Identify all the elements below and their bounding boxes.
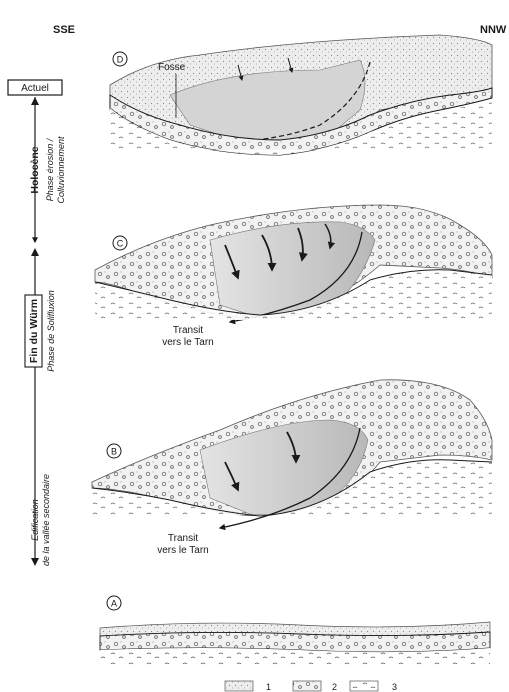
holocene-phase-line2: Colluvionnement	[56, 136, 66, 204]
timeline: Actuel Holocène Phase érosion / Colluvio…	[8, 80, 66, 566]
panel-b-transit-line1: Transit	[168, 533, 198, 544]
orientation-left: SSE	[53, 24, 75, 36]
holocene-phase-line1: Phase érosion /	[45, 137, 55, 201]
panel-b-transit-line2: vers le Tarn	[157, 545, 209, 556]
panel-a: A	[100, 596, 490, 665]
panel-c-transit-line2: vers le Tarn	[162, 337, 214, 348]
holocene-label: Holocène	[29, 146, 41, 193]
edification-line2: de la vallée secondaire	[41, 474, 51, 566]
panel-c-transit-line1: Transit	[173, 325, 203, 336]
orientation-right: NNW	[480, 24, 507, 36]
legend-swatch-2	[293, 681, 321, 691]
panel-a-letter: A	[111, 599, 117, 609]
present-label: Actuel	[21, 83, 49, 94]
panel-d-letter: D	[117, 55, 124, 65]
edification-line1: Edification	[30, 499, 40, 541]
legend-swatch-3	[350, 681, 378, 691]
wurm-phase: Phase de Solifluxion	[46, 290, 56, 372]
panel-b: B Transit vers le Tarn	[92, 380, 492, 556]
wurm-label: Fin du Würm	[28, 299, 40, 363]
legend-number-3: 3	[392, 682, 397, 692]
timeline-arrow-mid	[31, 248, 39, 256]
timeline-arrow-bottom	[31, 558, 39, 566]
legend-number-2: 2	[332, 682, 337, 692]
timeline-arrow-top	[31, 97, 39, 105]
legend-number-1: 1	[266, 682, 271, 692]
panel-d: D Fosse	[110, 35, 492, 155]
panel-c: C Transit vers le Tarn	[95, 205, 492, 348]
legend: 1 2 3	[225, 681, 397, 692]
panel-d-annotation: Fosse	[158, 62, 186, 73]
legend-swatch-1	[225, 681, 253, 691]
panel-c-letter: C	[117, 239, 124, 249]
panel-b-letter: B	[111, 447, 117, 457]
